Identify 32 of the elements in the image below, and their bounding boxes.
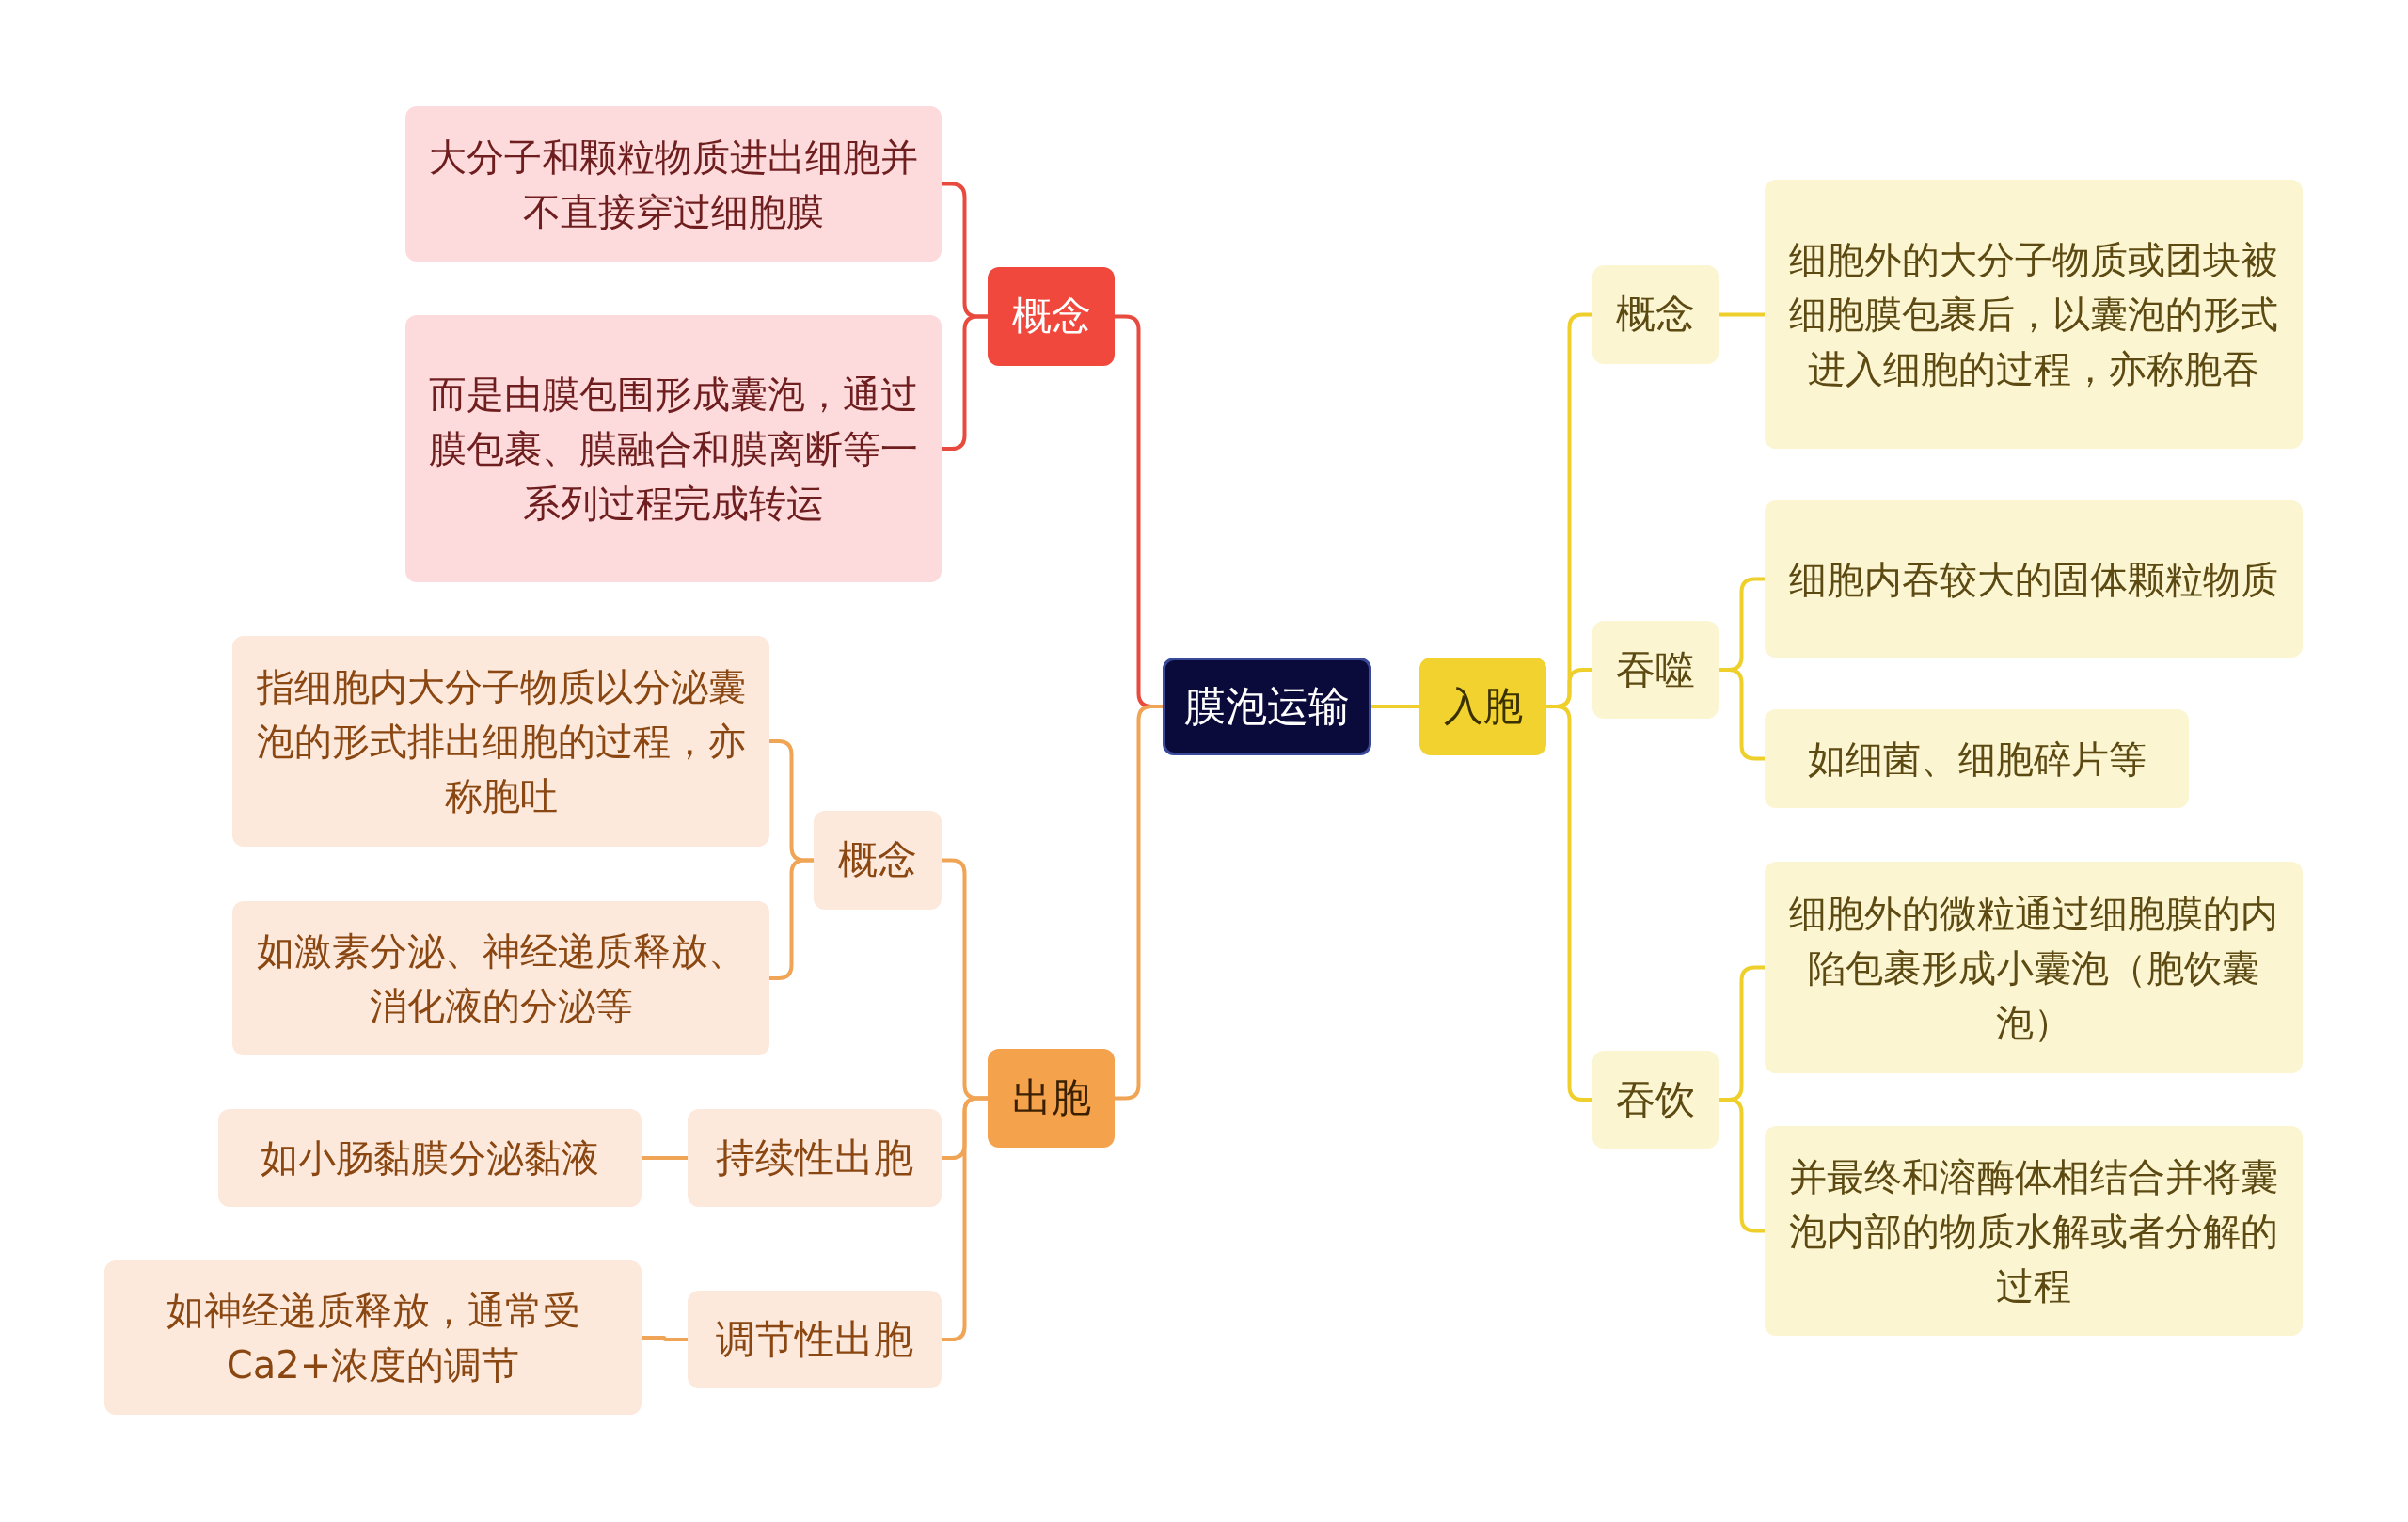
connector-line: [1546, 705, 1592, 1102]
connector-line: [642, 1156, 688, 1160]
connector-line: [1371, 705, 1419, 708]
text-box: 细胞内吞较大的固体颗粒物质: [1765, 500, 2303, 658]
subtopic-box: 调节性出胞: [688, 1291, 942, 1388]
subtopic-box: 吞噬: [1592, 621, 1719, 719]
text-box: 大分子和颗粒物质进出细胞并不直接穿过细胞膜: [405, 106, 942, 262]
text-box: 细胞外的大分子物质或团块被细胞膜包裹后，以囊泡的形式进入细胞的过程，亦称胞吞: [1765, 180, 2303, 449]
text-box: 如细菌、细胞碎片等: [1765, 709, 2189, 808]
text-box: 而是由膜包围形成囊泡，通过膜包裹、膜融合和膜离断等一系列过程完成转运: [405, 315, 942, 582]
text-box: 如激素分泌、神经递质释放、消化液的分泌等: [232, 901, 769, 1055]
connector-line: [942, 314, 988, 451]
connector-line: [1719, 668, 1765, 761]
connector-line: [642, 1336, 688, 1341]
subtopic-box: 吞饮: [1592, 1051, 1719, 1149]
root-topic-box: 膜泡运输: [1163, 658, 1371, 755]
text-box: 并最终和溶酶体相结合并将囊泡内部的物质水解或者分解的过程: [1765, 1126, 2303, 1336]
connector-line: [942, 1096, 988, 1341]
topic-box: 入胞: [1419, 658, 1546, 755]
connector-line: [1115, 705, 1163, 1101]
text-box: 细胞外的微粒通过细胞膜的内陷包裹形成小囊泡（胞饮囊泡）: [1765, 862, 2303, 1073]
text-box: 指细胞内大分子物质以分泌囊泡的形式排出细胞的过程，亦称胞吐: [232, 636, 769, 847]
topic-box: 概念: [988, 267, 1115, 366]
connector-line: [769, 858, 814, 980]
topic-box: 出胞: [988, 1049, 1115, 1148]
subtopic-box: 概念: [814, 811, 942, 910]
subtopic-box: 概念: [1592, 265, 1719, 364]
text-box: 如小肠黏膜分泌黏液: [218, 1109, 642, 1207]
connector-line: [1719, 312, 1765, 317]
connector-line: [1719, 1098, 1765, 1233]
subtopic-box: 持续性出胞: [688, 1109, 942, 1207]
text-box: 如神经递质释放，通常受Ca2+浓度的调节: [104, 1260, 642, 1415]
